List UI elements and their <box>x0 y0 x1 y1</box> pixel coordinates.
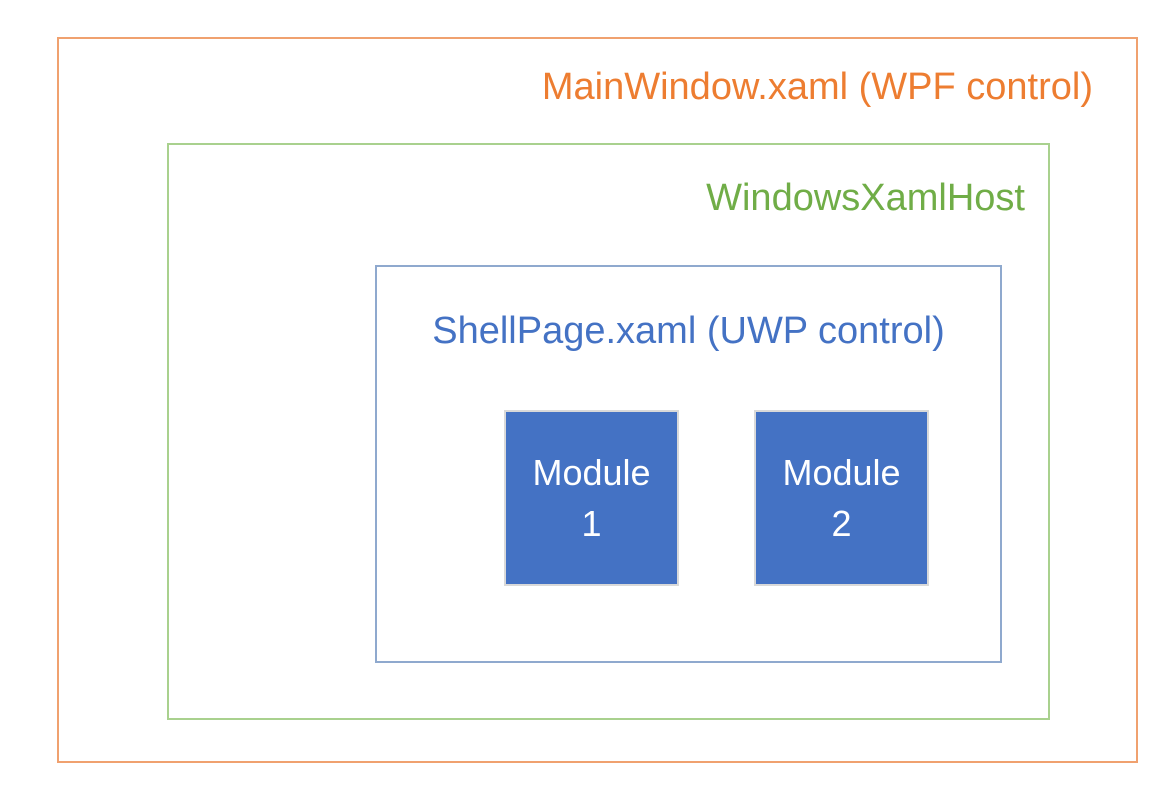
module-2-name: Module <box>782 451 901 493</box>
module-1-box: Module 1 <box>504 410 679 586</box>
module-2-number: 2 <box>831 503 852 544</box>
windowsxamlhost-box: WindowsXamlHost ShellPage.xaml (UWP cont… <box>167 143 1050 720</box>
windowsxamlhost-label: WindowsXamlHost <box>706 177 1025 219</box>
shellpage-box: ShellPage.xaml (UWP control) Module 1 Mo… <box>375 265 1002 663</box>
shellpage-label: ShellPage.xaml (UWP control) <box>432 310 945 352</box>
module-2-box: Module 2 <box>754 410 929 586</box>
module-1-number: 1 <box>581 503 602 544</box>
mainwindow-box: MainWindow.xaml (WPF control) WindowsXam… <box>57 37 1138 763</box>
module-1-name: Module <box>532 451 651 493</box>
mainwindow-label: MainWindow.xaml (WPF control) <box>541 66 1093 108</box>
